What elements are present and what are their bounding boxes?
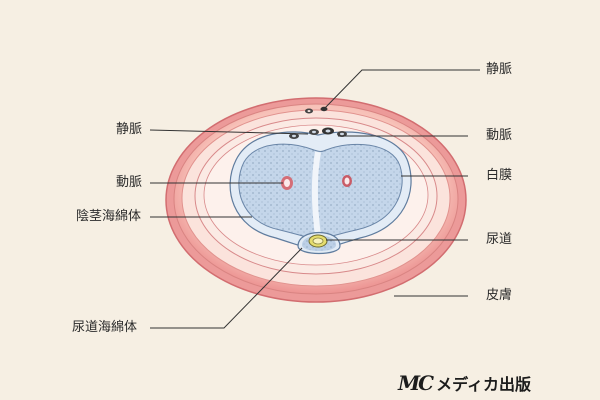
publisher-logo: MC メディカ出版 xyxy=(398,371,531,395)
logo-text: メディカ出版 xyxy=(436,375,531,394)
leader-vein-top xyxy=(322,69,480,111)
deep-artery-right xyxy=(342,175,352,187)
label-vein-left: 静脈 xyxy=(116,122,143,137)
label-vein-top: 静脈 xyxy=(486,62,513,77)
label-tunica-albuginea: 白膜 xyxy=(486,168,513,183)
logo-mark: MC xyxy=(398,371,434,395)
label-artery-right: 動脈 xyxy=(486,128,513,143)
leader-lines xyxy=(149,69,480,329)
urethra xyxy=(308,234,328,248)
label-corpus-cavernosum: 陰茎海綿体 xyxy=(76,209,142,224)
label-artery-left: 動脈 xyxy=(116,175,143,190)
leader-spongiosum xyxy=(150,247,303,329)
label-urethra: 尿道 xyxy=(486,232,513,247)
label-corpus-spongiosum: 尿道海綿体 xyxy=(72,320,138,335)
leader-vein-left xyxy=(149,129,309,135)
deep-artery-left xyxy=(281,176,293,190)
label-skin: 皮膚 xyxy=(486,288,513,303)
